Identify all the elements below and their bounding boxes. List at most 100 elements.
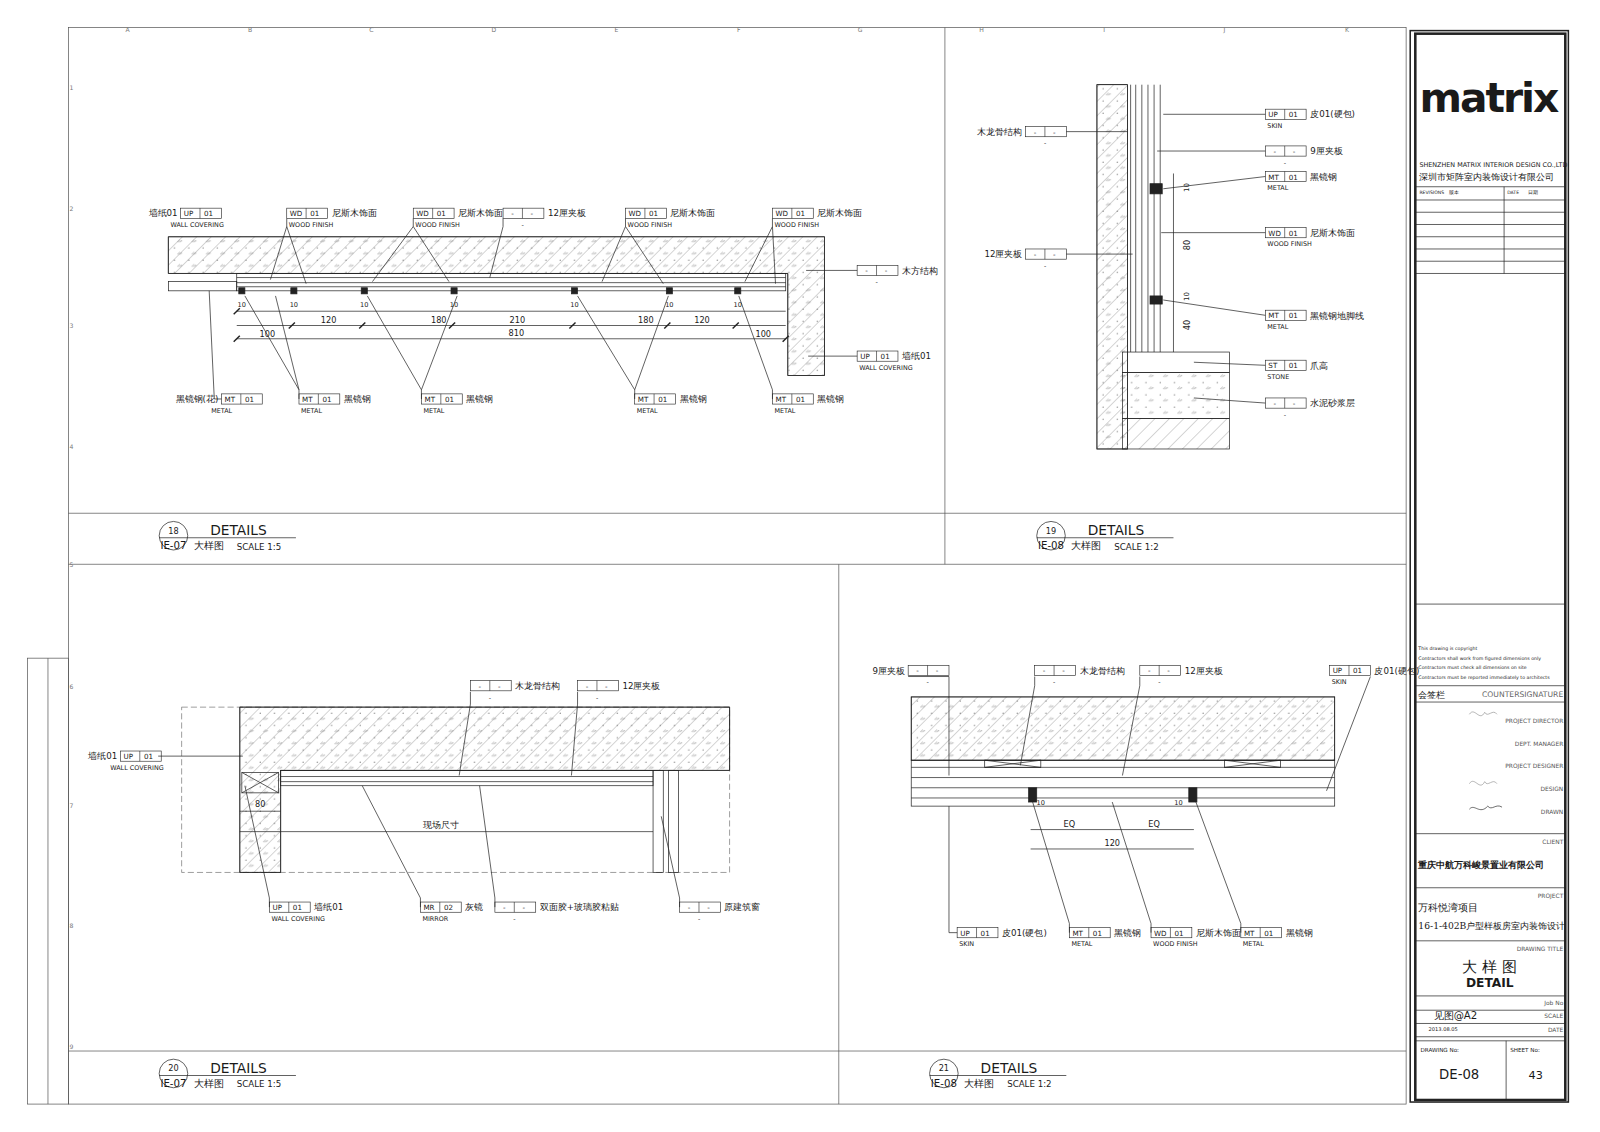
drawing-label: 黑镜钢 [1286,929,1313,938]
tag-divider [522,208,523,218]
tag-divider [439,902,440,912]
tag-frame [1026,249,1067,259]
drawing-label: 19 [1046,527,1056,535]
drawing-label: This drawing is copyright [1418,647,1477,652]
drawing-label: WD [416,210,429,217]
drawing-label: 尼斯木饰面 [817,209,862,218]
drawing-label: - [503,904,506,911]
drawing-label: 深圳市矩阵室内装饰设计有限公司 [1419,173,1554,182]
drawing-label: 皮01(硬包) [1310,110,1355,119]
drawing-label: 墙纸01 [88,752,117,761]
tag-frame [421,394,462,404]
drawing-label: - [1273,148,1276,155]
drawing-label: - [605,683,608,690]
drawing-label: UP [123,753,133,760]
drawing-label: 皮01(硬包) [1374,667,1419,676]
drawing-label: 120 [321,316,337,324]
drawing-label: 现场尺寸 [423,821,459,830]
drawing-label: 01 [881,353,890,360]
drawing-label: IE-08 [931,1079,957,1089]
drawing-label: DATE [1507,191,1519,196]
drawing-label: PROJECT DIRECTOR [1505,719,1563,725]
tag-frame [1265,398,1306,408]
drawing-label: 6 [69,684,73,690]
drawing-label: 100 [755,330,771,338]
tag-divider [1284,109,1285,119]
tag-divider [976,928,977,938]
drawing-label: WOOD FINISH [415,222,460,228]
drawing-label: - [1053,251,1056,258]
drawing-label: 810 [509,329,525,337]
drawing-label: MT [776,396,787,403]
drawing-label: - [1053,679,1055,685]
drawing-label: PROJECT [1538,894,1564,900]
drawing-label: 大样图 [1071,541,1101,551]
drawing-label: SCALE 1:5 [237,543,281,552]
drawing-label: 01 [1289,174,1298,181]
drawing-label: SKIN [1332,679,1347,685]
drawing-label: C [369,27,373,33]
drawing-label: - [586,683,589,690]
tag-divider [1260,928,1261,938]
tag-divider [1284,228,1285,238]
tag-divider [791,394,792,404]
tag-frame [680,902,721,912]
tag-frame [1265,228,1306,238]
drawing-label: WD [776,210,789,217]
drawing-label: PROJECT DESIGNER [1505,764,1563,770]
drawing-label: UP [272,904,282,911]
drawing-label: 2013.08.05 [1429,1027,1458,1032]
drawing-label: MT [302,396,313,403]
drawing-label: 120 [694,316,710,324]
drawing-label: 01 [1093,930,1102,937]
tag-frame [857,351,898,361]
drawing-label: 墙纸01 [314,903,343,912]
drawing-label: - [865,267,868,274]
tag-divider [306,208,307,218]
drawing-label: 爪高 [1310,362,1328,371]
drawing-label: 02 [444,904,453,911]
drawing-label: 黑镜钢(花) [176,395,219,404]
drawing-label: 01 [796,210,805,217]
drawing-label: 10 [290,302,298,309]
drawing-label: DETAILS [1088,524,1145,538]
tag-divider [1284,310,1285,320]
tag-divider [596,681,597,691]
drawing-label: 12厘夹板 [622,682,660,691]
drawing-label: METAL [1267,185,1288,191]
drawing-label: 大 样 图 [1462,960,1517,975]
drawing-label: - [1062,667,1065,674]
drawing-label: B [248,27,252,33]
drawing-label: - [707,904,710,911]
drawing-label: K [1345,27,1349,33]
drawing-label: - [1284,160,1286,166]
drawing-label: E [614,27,618,33]
drawing-label: MR [423,904,434,911]
drawing-label: DEPT. MANAGER [1515,742,1563,748]
drawing-label: 12厘夹板 [548,209,586,218]
tag-frame [957,928,998,938]
drawing-label: 80 [1183,240,1191,250]
tag-divider [1044,127,1045,137]
tag-divider [1284,146,1285,156]
drawing-label: 01 [658,396,667,403]
drawing-label: 万科悦湾项目 [1418,903,1478,913]
drawing-label: MT [638,396,649,403]
drawing-label: 01 [796,396,805,403]
drawing-label: UP [184,210,194,217]
drawing-label: 01 [437,210,446,217]
drawing-label: METAL [1243,941,1264,947]
drawing-label: 大样图 [194,541,224,551]
drawing-label: 尼斯木饰面 [670,209,715,218]
drawing-label: 墙纸01 [902,352,931,361]
drawing-label: 01 [1289,230,1298,237]
drawing-label: 3 [69,323,73,329]
drawing-label: 100 [260,330,276,338]
tag-divider [514,902,515,912]
drawing-label: matrix [1419,78,1557,119]
drawing-label: 10 [570,302,578,309]
tag-divider [1284,398,1285,408]
drawing-label: 10 [665,302,673,309]
drawing-label: - [522,904,525,911]
drawing-label: 10 [1037,800,1045,807]
